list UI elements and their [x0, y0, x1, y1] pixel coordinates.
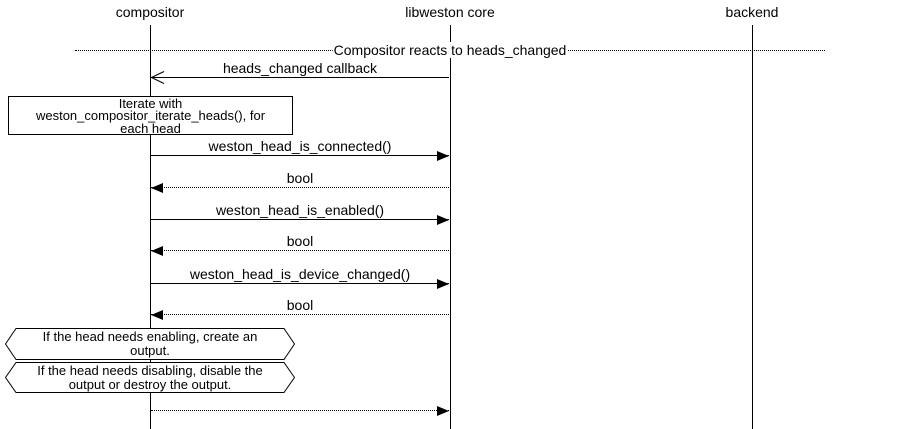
message-line: [151, 410, 449, 411]
message-label: bool: [286, 297, 314, 313]
message-is-device-changed: weston_head_is_device_changed(): [151, 264, 449, 289]
participant-libweston-core: libweston core: [405, 4, 495, 20]
message-bool-return-2: bool: [151, 231, 449, 256]
hexagon-shape: [5, 328, 295, 360]
filled-arrowhead-right-icon: [437, 215, 449, 225]
filled-arrowhead-left-icon: [151, 246, 163, 256]
hexnote-enabling: If the head needs enabling, create an ou…: [5, 328, 295, 360]
hexagon-shape: [5, 362, 295, 393]
message-label: weston_head_is_connected(): [208, 138, 392, 154]
note-line: output or destroy the output.: [68, 377, 232, 392]
filled-arrowhead-right-icon: [437, 279, 449, 289]
message-line: [151, 219, 449, 220]
open-arrowhead-left-icon: [151, 71, 165, 84]
participant-backend: backend: [725, 4, 779, 20]
message-line: [151, 77, 449, 78]
message-label: weston_head_is_enabled(): [215, 202, 385, 218]
message-label: bool: [286, 233, 314, 249]
message-label: bool: [286, 170, 314, 186]
message-bool-return-1: bool: [151, 168, 449, 193]
note-line: output.: [130, 343, 170, 358]
lifeline-backend: [752, 25, 753, 429]
diagram-title: Compositor reacts to heads_changed: [332, 42, 568, 58]
note-line: Iterate with: [118, 96, 183, 111]
message-line: [151, 187, 449, 188]
filled-arrowhead-right-icon: [437, 406, 449, 416]
lifeline-libweston-core: [450, 25, 451, 429]
participant-compositor: compositor: [115, 4, 185, 20]
filled-arrowhead-right-icon: [437, 151, 449, 161]
note-iterate-heads: Iterate with weston_compositor_iterate_h…: [8, 96, 293, 135]
message-line: [151, 283, 449, 284]
note-line: each head: [120, 120, 181, 135]
message-bool-return-3: bool: [151, 295, 449, 320]
note-line: weston_compositor_iterate_heads(), for: [35, 108, 266, 124]
hexnote-disabling: If the head needs disabling, disable the…: [5, 362, 295, 393]
message-line: [151, 155, 449, 156]
message-label: weston_head_is_device_changed(): [189, 266, 411, 282]
message-final-return: [151, 391, 449, 416]
message-is-connected: weston_head_is_connected(): [151, 136, 449, 161]
lifeline-compositor: [150, 25, 151, 429]
message-line: [151, 250, 449, 251]
message-label: heads_changed callback: [222, 60, 378, 76]
message-is-enabled: weston_head_is_enabled(): [151, 200, 449, 225]
note-line: If the head needs enabling, create an: [42, 329, 258, 344]
filled-arrowhead-left-icon: [151, 183, 163, 193]
message-heads-changed-callback: heads_changed callback: [151, 58, 449, 84]
message-line: [151, 314, 449, 315]
note-line: If the head needs disabling, disable the: [37, 363, 263, 378]
filled-arrowhead-left-icon: [151, 310, 163, 320]
